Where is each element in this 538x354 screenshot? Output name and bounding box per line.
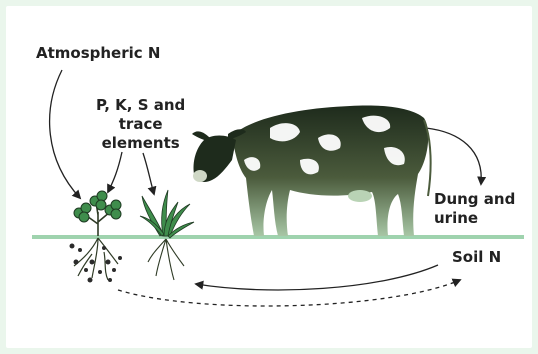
label-soil-n: Soil N — [452, 248, 501, 267]
label-nutrients-line1: P, K, S and — [96, 96, 185, 115]
arrow-nutrients-to-grass — [143, 153, 154, 194]
label-nutrients: P, K, S and trace elements — [96, 96, 185, 153]
arrow-clover-to-soil — [118, 280, 460, 306]
arrow-soil-to-grass — [196, 265, 438, 290]
label-nutrients-line3: elements — [96, 134, 185, 153]
label-dung-urine: Dung and urine — [434, 190, 515, 228]
label-dung-line2: urine — [434, 209, 515, 228]
arrow-atmospheric-to-clover — [50, 70, 80, 198]
label-nutrients-line2: trace — [96, 115, 185, 134]
label-atmospheric-n: Atmospheric N — [36, 44, 160, 63]
arrow-nutrients-to-clover — [108, 152, 122, 192]
label-dung-line1: Dung and — [434, 190, 515, 209]
cow-icon — [192, 106, 431, 237]
arrow-cow-to-dung — [426, 128, 481, 184]
